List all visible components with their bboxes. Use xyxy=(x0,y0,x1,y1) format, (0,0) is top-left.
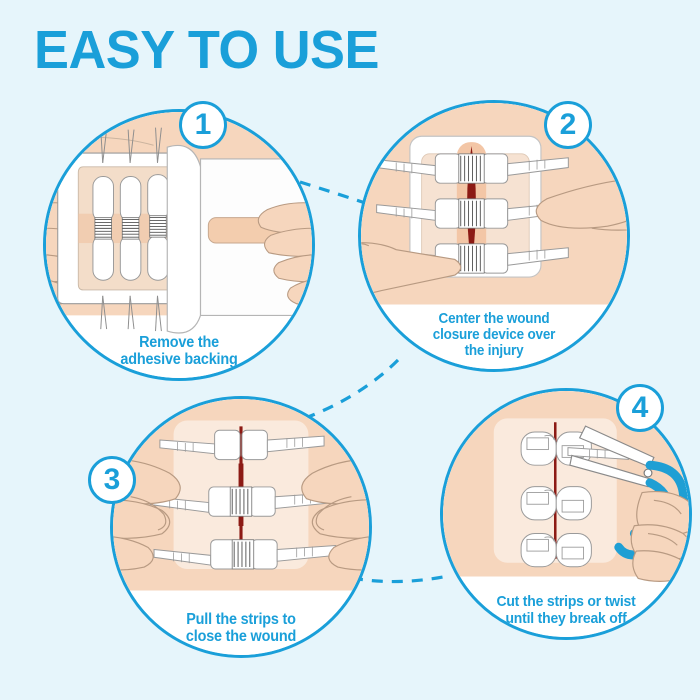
step-4-number-badge: 4 xyxy=(616,384,664,432)
step-1-illustration xyxy=(46,112,312,378)
step-2-number: 2 xyxy=(559,108,577,141)
step-4-number: 4 xyxy=(631,391,649,424)
step-2-caption-line-1: Center the wound xyxy=(438,311,550,327)
step-1-caption-line-1: Remove the xyxy=(139,334,219,351)
step-2-illustration xyxy=(361,103,627,369)
step-1-circle[interactable]: Remove the adhesive backing xyxy=(43,109,315,381)
step-2-number-badge: 2 xyxy=(544,101,592,149)
step-4-circle[interactable]: Cut the strips or twist until they break… xyxy=(440,388,692,640)
step-1-caption-line-2: adhesive backing xyxy=(120,351,238,368)
step-3-caption-line-1: Pull the strips to xyxy=(186,611,296,628)
step-2-caption: Center the wound closure device over the… xyxy=(370,311,617,359)
step-2-caption-line-3: the injury xyxy=(464,343,524,359)
step-4-caption-line-1: Cut the strips or twist xyxy=(496,593,636,610)
step-3-number: 3 xyxy=(103,463,121,496)
step-4-illustration xyxy=(443,391,689,637)
step-2-circle[interactable]: Center the wound closure device over the… xyxy=(358,100,630,372)
step-3-caption-line-2: close the wound xyxy=(185,628,297,645)
step-4-caption: Cut the strips or twist until they break… xyxy=(452,593,681,627)
step-1-caption: Remove the adhesive backing xyxy=(55,334,302,368)
step-3-number-badge: 3 xyxy=(88,456,136,504)
step-1-number: 1 xyxy=(194,108,212,141)
step-3-caption: Pull the strips to close the wound xyxy=(122,611,360,645)
step-4-caption-line-2: until they break off xyxy=(505,610,627,627)
page-title: EASY TO USE xyxy=(34,20,379,80)
step-2-caption-line-2: closure device over xyxy=(432,327,556,343)
step-1-number-badge: 1 xyxy=(179,101,227,149)
step-3-circle[interactable]: Pull the strips to close the wound xyxy=(110,396,372,658)
